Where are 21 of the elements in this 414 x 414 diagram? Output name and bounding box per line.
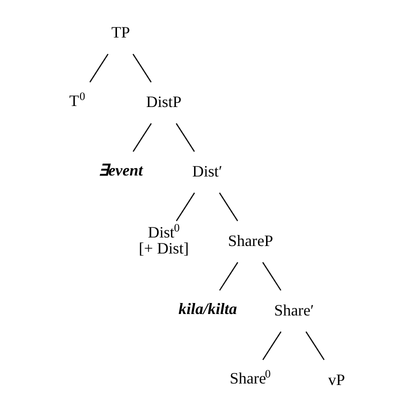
node-text: vP bbox=[328, 372, 346, 389]
connector bbox=[219, 262, 238, 291]
connector bbox=[219, 192, 238, 222]
node-text: Dist$^{0}$ [+ Dist] bbox=[138, 222, 189, 258]
connector bbox=[176, 192, 195, 222]
node-text: DistP bbox=[146, 94, 182, 112]
connector bbox=[262, 331, 282, 360]
node-text: T$^{0}$ bbox=[69, 90, 86, 110]
connector bbox=[132, 123, 152, 152]
connector bbox=[89, 54, 108, 82]
node-text: ShareP bbox=[228, 232, 274, 250]
node-text: kila/kilta bbox=[178, 301, 237, 318]
node-text: TP bbox=[111, 24, 130, 42]
connector bbox=[132, 54, 152, 82]
connector bbox=[262, 262, 282, 291]
connector bbox=[176, 123, 195, 152]
node-text: Share$^{0}$ bbox=[230, 368, 271, 388]
node-text: Dist′ bbox=[192, 164, 222, 181]
connector bbox=[306, 331, 325, 360]
node-text: Share′ bbox=[274, 302, 314, 320]
node-text: ∃event bbox=[98, 162, 143, 180]
